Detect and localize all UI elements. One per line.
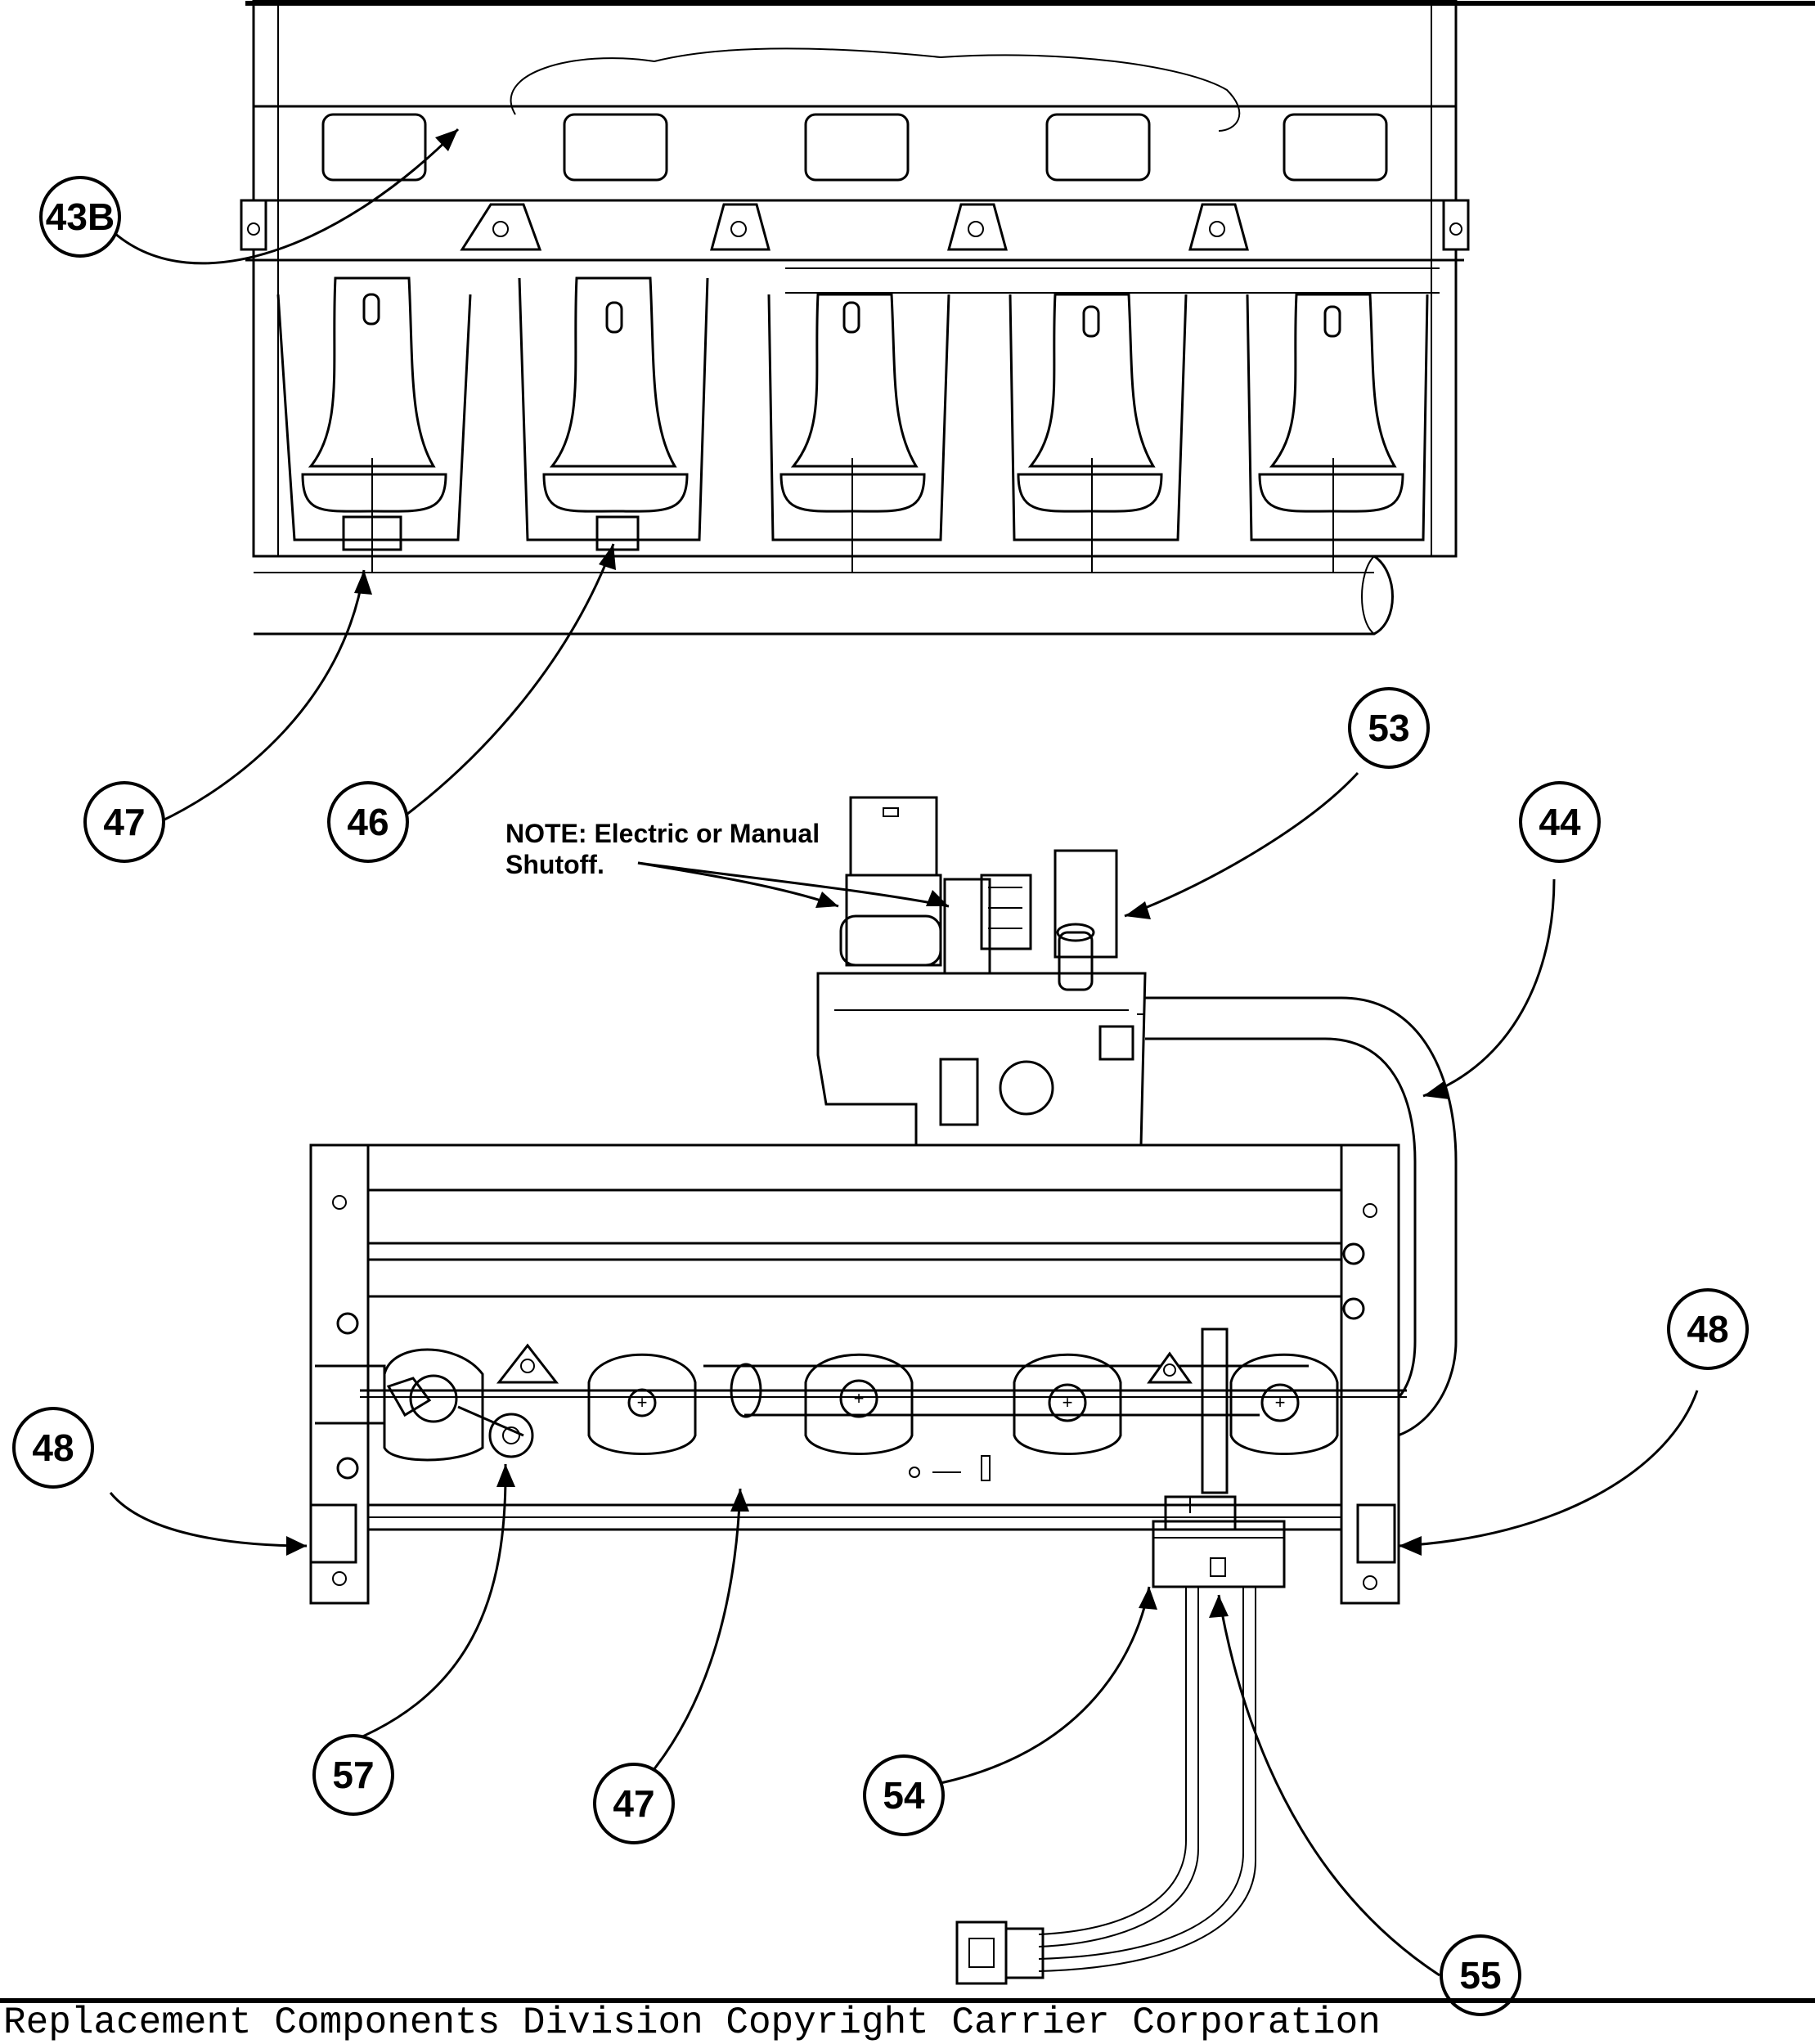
svg-text:+: +	[1275, 1392, 1286, 1413]
callout-48-left: 48	[12, 1407, 94, 1489]
callout-57-label: 57	[332, 1754, 374, 1796]
burner-1	[240, 113, 472, 573]
callout-53-label: 53	[1368, 707, 1409, 749]
leader-48-left	[109, 1492, 308, 1548]
leader-54	[940, 1586, 1151, 1785]
callout-48-right-label: 48	[1687, 1308, 1728, 1350]
gas-pipe	[1145, 996, 1458, 1441]
callout-55-label: 55	[1459, 1954, 1501, 1997]
leader-57	[326, 1463, 507, 1752]
leader-note-b	[637, 861, 950, 908]
leader-47-top	[159, 569, 366, 824]
note-line-1: NOTE: Electric or Manual	[505, 819, 820, 848]
footer-copyright: Replacement Components Division Copyrigh…	[3, 2001, 1381, 2044]
burner-2	[460, 113, 709, 551]
leader-44	[1422, 878, 1556, 1098]
leader-47-bottom	[645, 1488, 742, 1780]
callout-54: 54	[863, 1754, 945, 1836]
burner-assembly	[240, 0, 1470, 636]
callout-47-bottom: 47	[593, 1763, 675, 1844]
leader-53	[1124, 771, 1359, 918]
leader-46	[396, 543, 615, 824]
burner-5	[1188, 113, 1470, 573]
callout-48-left-label: 48	[32, 1426, 74, 1469]
gas-valve	[816, 796, 1147, 1147]
leader-55	[1217, 1594, 1440, 1977]
callout-47-top: 47	[83, 781, 165, 863]
callout-47-top-label: 47	[103, 801, 145, 843]
sensor-wires	[955, 1587, 1256, 1985]
callout-44: 44	[1519, 781, 1601, 863]
manifold-assembly: + + + +	[309, 1143, 1407, 1605]
callout-48-right: 48	[1667, 1288, 1749, 1370]
orifice-5: +	[1229, 1353, 1339, 1455]
callout-46-label: 46	[347, 801, 389, 843]
arrowheads	[286, 129, 1449, 1618]
callout-47-bottom-label: 47	[613, 1782, 654, 1825]
note-line-2: Shutoff.	[505, 850, 604, 879]
callout-57: 57	[312, 1734, 394, 1816]
leader-lines	[109, 128, 1699, 1977]
callout-53: 53	[1348, 687, 1430, 769]
orifice-2: +	[587, 1353, 697, 1455]
svg-text:+: +	[854, 1388, 865, 1408]
svg-text:+: +	[637, 1392, 648, 1413]
orifice-3: +	[804, 1353, 914, 1455]
burner-3	[710, 113, 950, 573]
callout-55: 55	[1440, 1934, 1521, 2016]
callout-43b: 43B	[39, 176, 121, 258]
svg-text:+: +	[1062, 1392, 1073, 1413]
orifice-1	[383, 1348, 484, 1462]
callout-44-label: 44	[1539, 801, 1581, 843]
callout-54-label: 54	[883, 1774, 925, 1817]
callout-46: 46	[327, 781, 409, 863]
orifice-4: +	[1013, 1353, 1122, 1455]
leader-48-right	[1398, 1390, 1699, 1548]
callout-43b-label: 43B	[46, 195, 115, 238]
leader-43b	[114, 128, 460, 265]
burner-4	[947, 113, 1188, 573]
